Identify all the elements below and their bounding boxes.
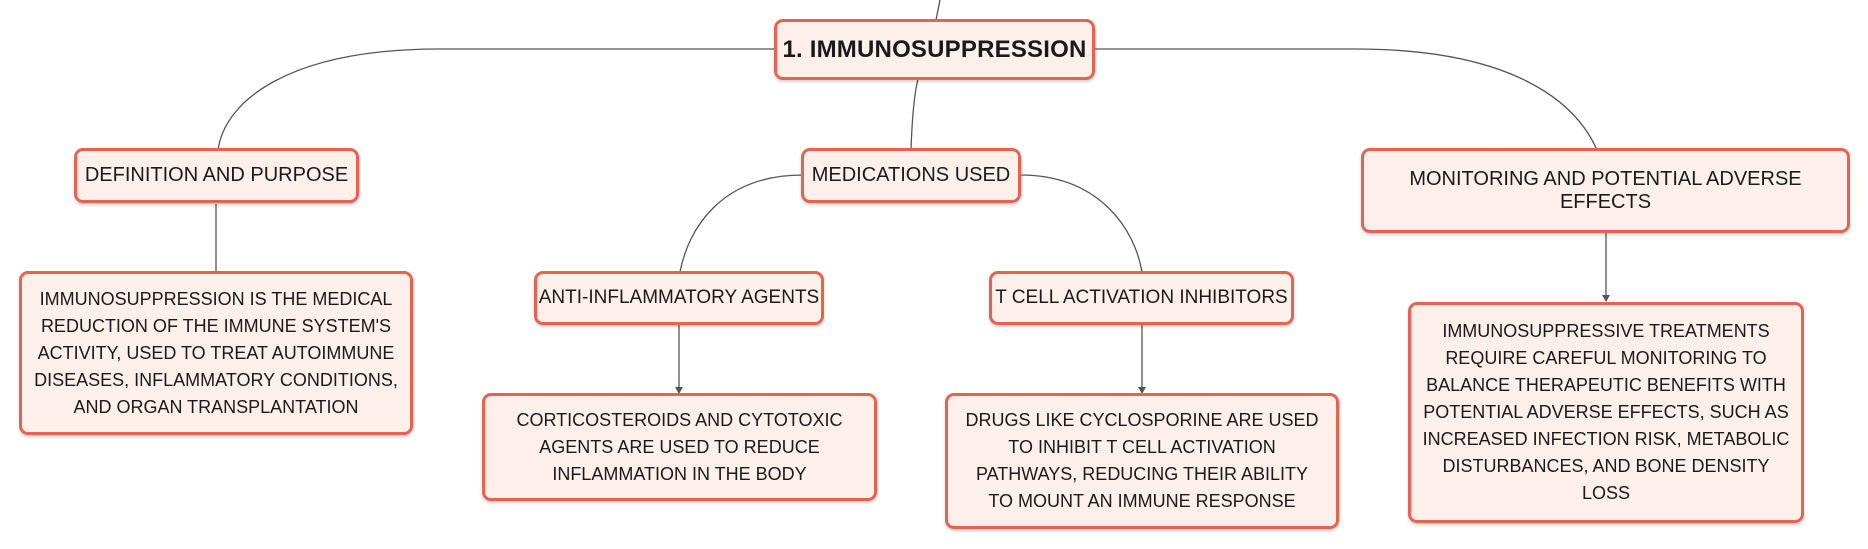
t-cell-detail-text: DRUGS LIKE CYCLOSPORINE ARE USED TO INHI…	[965, 410, 1319, 511]
topic-monitoring-label: MONITORING AND POTENTIAL ADVERSE EFFECTS	[1409, 167, 1802, 213]
topic-medications[interactable]: MEDICATIONS USED	[801, 148, 1021, 203]
monitoring-detail[interactable]: IMMUNOSUPPRESSIVE TREATMENTS REQUIRE CAR…	[1408, 302, 1804, 523]
arrowhead-monitoring-detail	[1602, 295, 1610, 302]
connector-medications-to-t-cell	[1019, 174, 1143, 273]
topic-medications-label: MEDICATIONS USED	[811, 164, 1011, 186]
arrowhead-anti-inflammatory-detail	[675, 387, 683, 394]
connector-parent-to-root	[935, 0, 941, 21]
root-label: 1. IMMUNOSUPPRESSION	[782, 35, 1087, 63]
connector-medications-to-anti-inflammatory	[679, 174, 804, 273]
definition-detail-text: IMMUNOSUPPRESSION IS THE MEDICAL REDUCTI…	[34, 288, 398, 417]
definition-detail[interactable]: IMMUNOSUPPRESSION IS THE MEDICAL REDUCTI…	[19, 271, 413, 435]
subtopic-anti-inflammatory-label: ANTI-INFLAMMATORY AGENTS	[538, 287, 820, 308]
monitoring-detail-text: IMMUNOSUPPRESSIVE TREATMENTS REQUIRE CAR…	[1422, 321, 1790, 503]
subtopic-t-cell[interactable]: T CELL ACTIVATION INHIBITORS	[989, 271, 1294, 325]
subtopic-t-cell-label: T CELL ACTIVATION INHIBITORS	[995, 287, 1288, 308]
root-node[interactable]: 1. IMMUNOSUPPRESSION	[774, 19, 1095, 80]
anti-inflammatory-detail-text: CORTICOSTEROIDS AND CYTOTOXIC AGENTS ARE…	[516, 409, 843, 484]
topic-definition[interactable]: DEFINITION AND PURPOSE	[74, 148, 359, 203]
arrowhead-t-cell-detail	[1138, 387, 1146, 394]
topic-definition-label: DEFINITION AND PURPOSE	[84, 164, 349, 186]
subtopic-anti-inflammatory[interactable]: ANTI-INFLAMMATORY AGENTS	[534, 271, 824, 325]
anti-inflammatory-detail[interactable]: CORTICOSTEROIDS AND CYTOTOXIC AGENTS ARE…	[482, 393, 877, 501]
connector-root-to-monitoring	[1093, 48, 1598, 151]
connector-root-to-medications	[910, 78, 919, 151]
connector-root-to-definition	[217, 48, 776, 151]
t-cell-detail[interactable]: DRUGS LIKE CYCLOSPORINE ARE USED TO INHI…	[945, 393, 1339, 529]
topic-monitoring[interactable]: MONITORING AND POTENTIAL ADVERSE EFFECTS	[1361, 148, 1850, 233]
